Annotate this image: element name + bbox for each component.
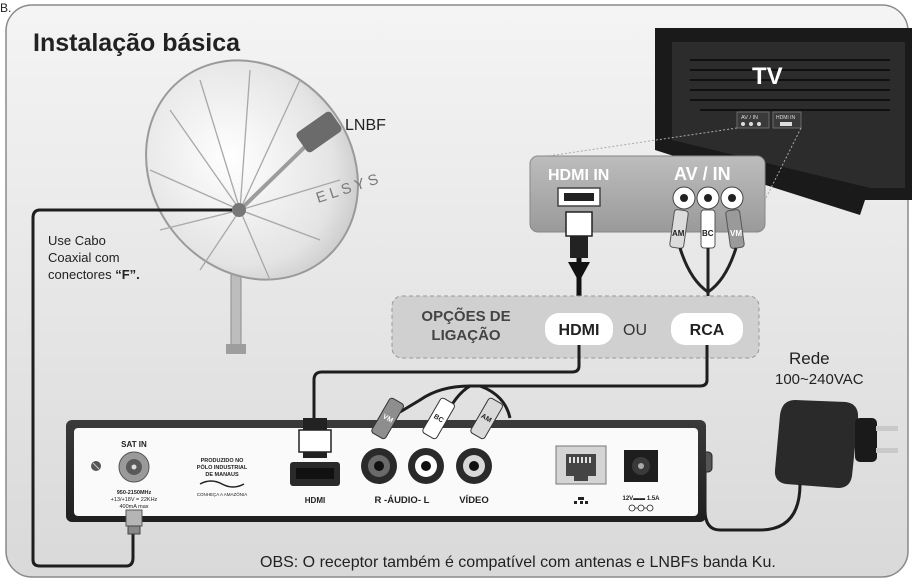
dish-hub (232, 203, 246, 217)
option-rca-pill (671, 313, 743, 345)
option-hdmi-pill (545, 313, 613, 345)
option-ou-label: OU (623, 322, 647, 339)
power-adapter-body (774, 400, 859, 488)
rca-plugs-top: AM BC VM (669, 209, 745, 313)
option-rca-label: RCA (690, 322, 725, 339)
dc-label: 12V▬▬ 1.5A (622, 496, 660, 502)
sat-spec-3: 400mA max (119, 504, 148, 510)
cable-note-line3-bold: “F”. (115, 267, 140, 282)
manaus-line2: PÓLO INDUSTRIAL (197, 463, 248, 471)
tv-mini-hdmi-label: HDMI IN (776, 115, 796, 121)
receiver-hdmi-label: HDMI (305, 496, 325, 505)
panel-av-in-label: AV / IN (674, 164, 731, 184)
receiver-cable-bc: BC (432, 413, 444, 424)
power-rede-label: Rede (789, 349, 830, 368)
rca-cable-down (399, 345, 709, 414)
panel-hdmi-in-label: HDMI IN (548, 167, 609, 184)
cable-note-line3-prefix: conectores (48, 267, 115, 282)
manaus-line3: DE MANAUS (205, 472, 239, 478)
footer-note: OBS: O receptor também é compatível com … (260, 554, 776, 571)
dish-reflector (145, 59, 359, 281)
tv-mini-av-label: AV / IN (741, 115, 758, 121)
receiver-cable-vm: VM (381, 413, 394, 424)
power-cable (703, 470, 802, 532)
receiver: SAT IN 950-2150MHz +13/+18V = 22KHz 400m… (66, 397, 706, 535)
receiver-video-label: VÍDEO (459, 495, 489, 506)
dish-feed-arm (238, 138, 314, 212)
polarity-icon (628, 504, 654, 512)
tv-label: TV (752, 63, 783, 90)
receiver-audio-label: R -ÁUDIO- L (375, 495, 430, 506)
cable-note-line3: conectores “F”. (48, 267, 140, 282)
connection-options: OPÇÕES DE LIGAÇÃO HDMI OU RCA (391, 295, 760, 359)
manaus-line1: PRODUZIDO NO (201, 458, 245, 464)
options-label-line2: LIGAÇÃO (431, 326, 500, 344)
dish-mast-base (226, 344, 246, 354)
sat-spec-1: 950-2150MHz (117, 490, 152, 496)
cable-note: Use Cabo Coaxial com conectores “F”. (48, 233, 140, 282)
sat-in-label: SAT IN (121, 440, 147, 449)
options-label-line1: OPÇÕES DE (421, 307, 510, 325)
manaus-line4: CONHEÇA A AMAZÔNIA (197, 491, 248, 497)
cable-note-line1: Use Cabo (48, 233, 106, 248)
receiver-cable-am: AM (479, 413, 492, 425)
cable-note-line2: Coaxial com (48, 250, 120, 265)
power-voltage-label: 100~240VAC (775, 371, 864, 388)
manaus-wave-icon (199, 480, 245, 488)
page-title: Instalação básica (33, 29, 241, 57)
panel-plug-bc: BC (702, 229, 714, 238)
power-prong-top (876, 426, 898, 431)
option-hdmi-label: HDMI (559, 322, 600, 339)
network-icon (574, 497, 588, 504)
panel-plug-am: AM (672, 229, 685, 238)
satellite-dish: ELSYS LNBF (145, 59, 386, 354)
corner-label: B. (0, 1, 11, 15)
hdmi-cable-down (312, 345, 581, 420)
lnbf-unit (296, 111, 342, 153)
lnbf-label: LNBF (345, 117, 386, 134)
hdmi-cable-top (565, 211, 593, 296)
f-connector (125, 509, 143, 527)
sat-spec-2: +13/+18V = 22KHz (111, 497, 158, 503)
power-prong-bottom (876, 448, 898, 453)
coax-cable (31, 208, 232, 568)
panel-plug-vm: VM (730, 229, 742, 238)
